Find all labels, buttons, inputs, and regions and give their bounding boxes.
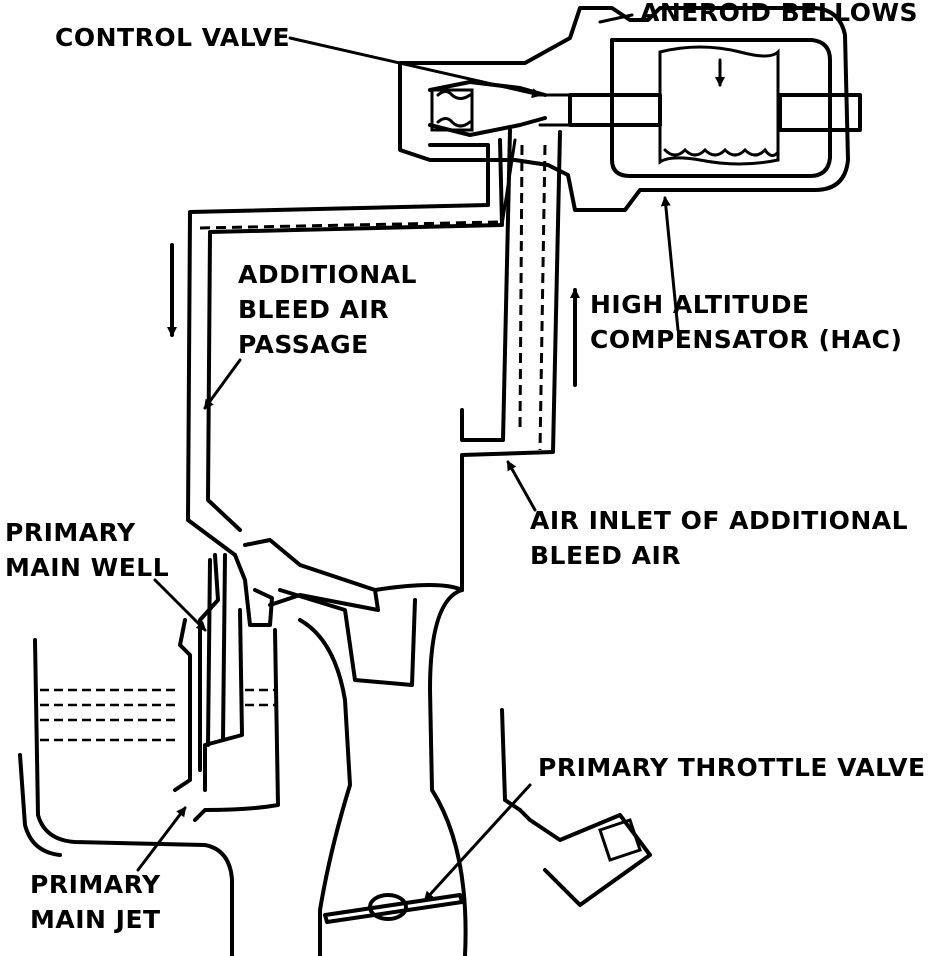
leader-lines	[136, 13, 680, 902]
label-additional-bleed-air-passage-line2: BLEED AIR	[238, 295, 389, 324]
label-primary-main-well-line1: PRIMARY	[5, 518, 136, 547]
carburetor-body	[18, 538, 652, 956]
hac-housing	[398, 6, 862, 212]
label-primary-main-jet-line2: MAIN JET	[30, 905, 161, 934]
label-air-inlet-line2: BLEED AIR	[530, 541, 681, 570]
label-hac-line2: COMPENSATOR (HAC)	[590, 325, 903, 354]
label-air-inlet-line1: AIR INLET OF ADDITIONAL	[530, 506, 909, 535]
label-control-valve: CONTROL VALVE	[55, 23, 291, 52]
label-additional-bleed-air-passage-line3: PASSAGE	[238, 330, 369, 359]
bleed-air-passage-lines	[186, 128, 562, 592]
label-primary-main-well-line2: MAIN WELL	[5, 553, 170, 582]
label-aneroid-bellows: ANEROID BELLOWS	[640, 0, 919, 27]
label-additional-bleed-air-passage-line1: ADDITIONAL	[238, 260, 417, 289]
label-primary-throttle-valve: PRIMARY THROTTLE VALVE	[538, 753, 926, 782]
label-primary-main-jet-line1: PRIMARY	[30, 870, 161, 899]
label-hac-line1: HIGH ALTITUDE	[590, 290, 810, 319]
